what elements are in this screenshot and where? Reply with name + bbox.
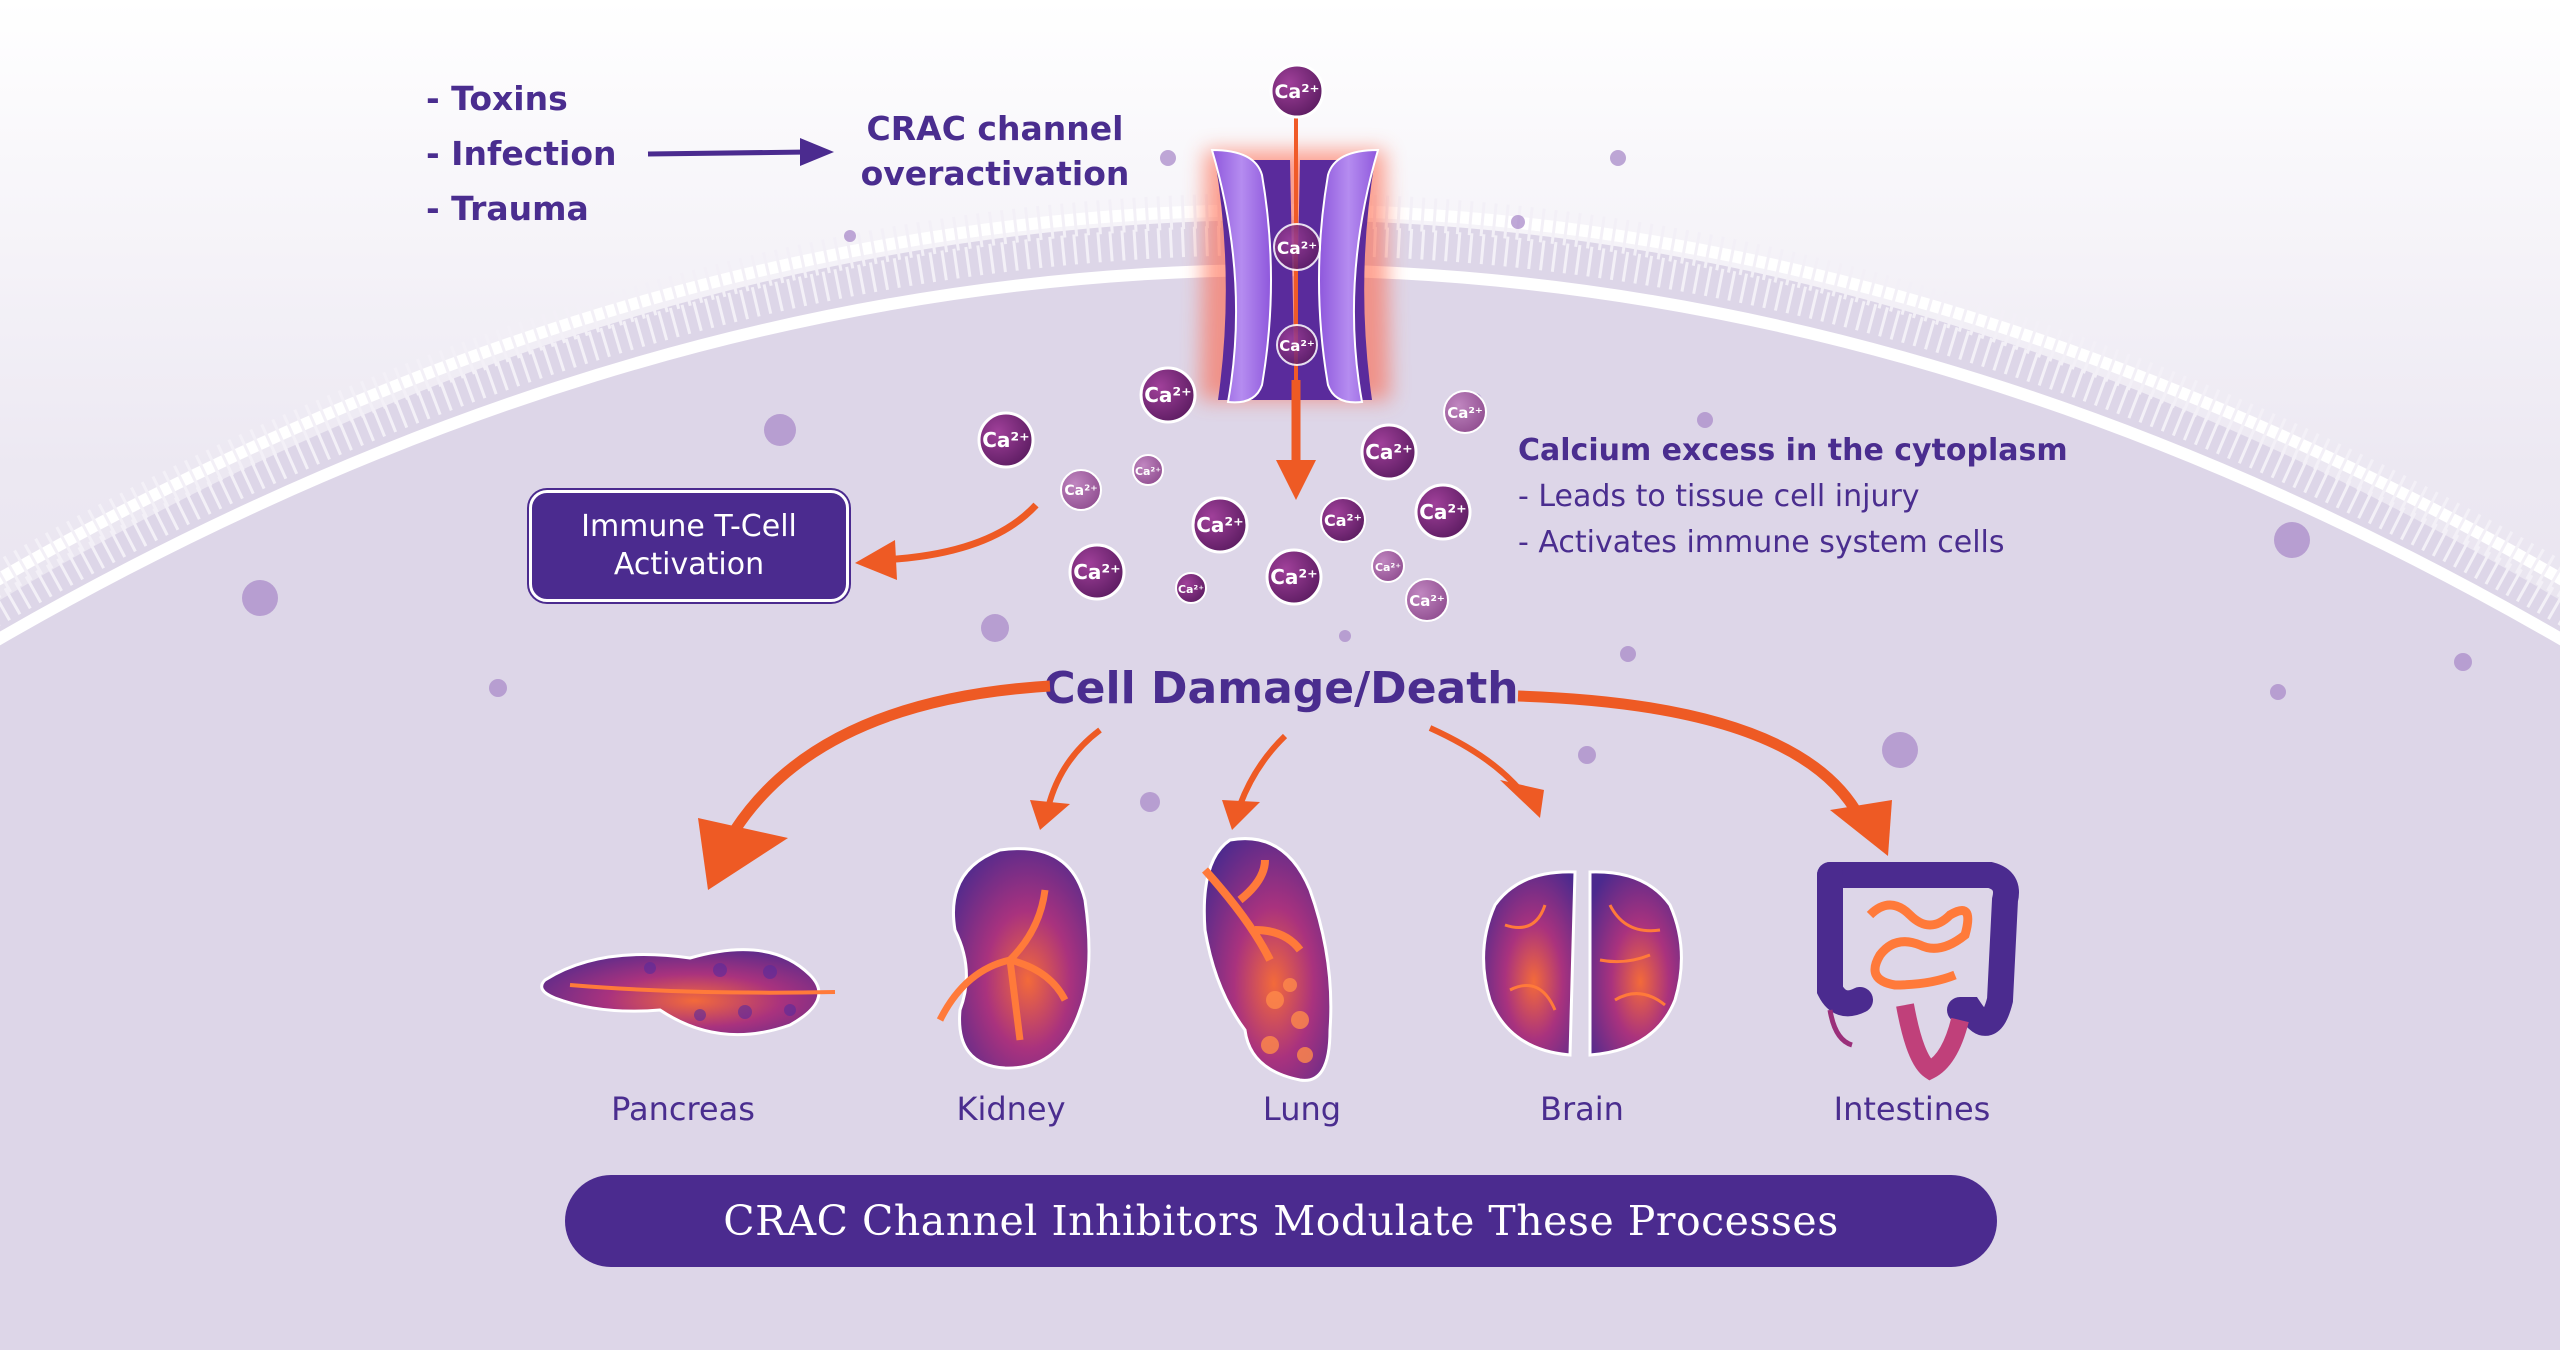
ca-ion: Ca²⁺ <box>1360 423 1418 481</box>
kidney-icon <box>936 847 1091 1070</box>
ca-ion: Ca²⁺ <box>1273 223 1321 271</box>
svg-text:Ca²⁺: Ca²⁺ <box>1073 560 1121 584</box>
calcium-note-point-2: - Activates immune system cells <box>1518 525 2005 560</box>
svg-text:Ca²⁺: Ca²⁺ <box>1274 81 1319 103</box>
ca-ion: Ca²⁺ <box>1068 543 1126 601</box>
banner-text: CRAC Channel Inhibitors Modulate These P… <box>723 1197 1839 1245</box>
immune-arrow <box>855 502 1039 580</box>
trigger-trauma: - Trauma <box>426 189 589 228</box>
ca-ion: Ca²⁺ <box>1060 469 1102 511</box>
svg-text:Ca²⁺: Ca²⁺ <box>1178 583 1204 596</box>
immune-box-line1: Immune T-Cell <box>581 509 797 544</box>
svg-text:Ca²⁺: Ca²⁺ <box>1279 337 1315 355</box>
svg-text:Ca²⁺: Ca²⁺ <box>1447 404 1483 422</box>
svg-text:Ca²⁺: Ca²⁺ <box>1064 483 1097 499</box>
inhibitor-banner: CRAC Channel Inhibitors Modulate These P… <box>565 1175 1997 1267</box>
svg-text:Ca²⁺: Ca²⁺ <box>982 428 1030 452</box>
damage-arrowheads <box>698 780 1892 890</box>
crac-label-line1: CRAC channel <box>867 109 1124 148</box>
organ-label-brain: Brain <box>1540 1090 1624 1128</box>
ca-ion: Ca²⁺ <box>1269 63 1325 119</box>
svg-text:Ca²⁺: Ca²⁺ <box>1375 561 1401 574</box>
svg-text:Ca²⁺: Ca²⁺ <box>1419 500 1467 524</box>
organ-label-pancreas: Pancreas <box>611 1090 755 1128</box>
ca-ion: Ca²⁺ <box>1371 549 1405 583</box>
ca-ion: Ca²⁺ <box>1265 548 1323 606</box>
brain-icon <box>1482 870 1683 1057</box>
svg-text:Ca²⁺: Ca²⁺ <box>1144 383 1192 407</box>
calcium-ions: Ca²⁺ Ca²⁺ Ca²⁺ Ca²⁺ Ca²⁺ Ca²⁺ Ca²⁺ Ca²⁺ … <box>977 63 1487 622</box>
ca-ion: Ca²⁺ <box>1139 366 1197 424</box>
svg-text:Ca²⁺: Ca²⁺ <box>1324 511 1362 530</box>
svg-text:Ca²⁺: Ca²⁺ <box>1409 592 1445 610</box>
ca-ion: Ca²⁺ <box>1132 454 1164 486</box>
svg-text:Ca²⁺: Ca²⁺ <box>1270 565 1318 589</box>
organ-label-intestines: Intestines <box>1834 1090 1991 1128</box>
organ-label-lung: Lung <box>1263 1090 1341 1128</box>
immune-activation-box: Immune T-Cell Activation <box>529 490 849 602</box>
lung-icon <box>1202 837 1333 1082</box>
ca-ion: Ca²⁺ <box>1175 572 1207 604</box>
ca-ion: Ca²⁺ <box>1191 496 1249 554</box>
pancreas-icon <box>540 948 836 1037</box>
crac-label-line2: overactivation <box>861 154 1130 193</box>
svg-text:Ca²⁺: Ca²⁺ <box>1365 440 1413 464</box>
ca-ion: Ca²⁺ <box>977 411 1035 469</box>
organ-label-kidney: Kidney <box>956 1090 1065 1128</box>
intestines-icon <box>1817 862 2019 1081</box>
svg-text:Ca²⁺: Ca²⁺ <box>1196 513 1244 537</box>
immune-box-line2: Activation <box>613 547 765 582</box>
svg-text:Ca²⁺: Ca²⁺ <box>1135 465 1161 478</box>
trigger-toxins: - Toxins <box>426 79 568 118</box>
ca-ion: Ca²⁺ <box>1276 324 1318 366</box>
ca-ion: Ca²⁺ <box>1414 483 1472 541</box>
ca-ion: Ca²⁺ <box>1320 497 1366 543</box>
cell-damage-title: Cell Damage/Death <box>1043 663 1518 714</box>
ca-ion: Ca²⁺ <box>1443 390 1487 434</box>
calcium-note-point-1: - Leads to tissue cell injury <box>1518 479 1920 514</box>
svg-text:Ca²⁺: Ca²⁺ <box>1277 239 1317 259</box>
ca-ion: Ca²⁺ <box>1405 578 1449 622</box>
damage-arrows <box>730 680 1865 834</box>
trigger-arrow <box>647 138 834 166</box>
calcium-note-title: Calcium excess in the cytoplasm <box>1518 433 2068 468</box>
trigger-infection: - Infection <box>426 134 617 173</box>
ion-influx-arrow <box>1276 380 1316 500</box>
